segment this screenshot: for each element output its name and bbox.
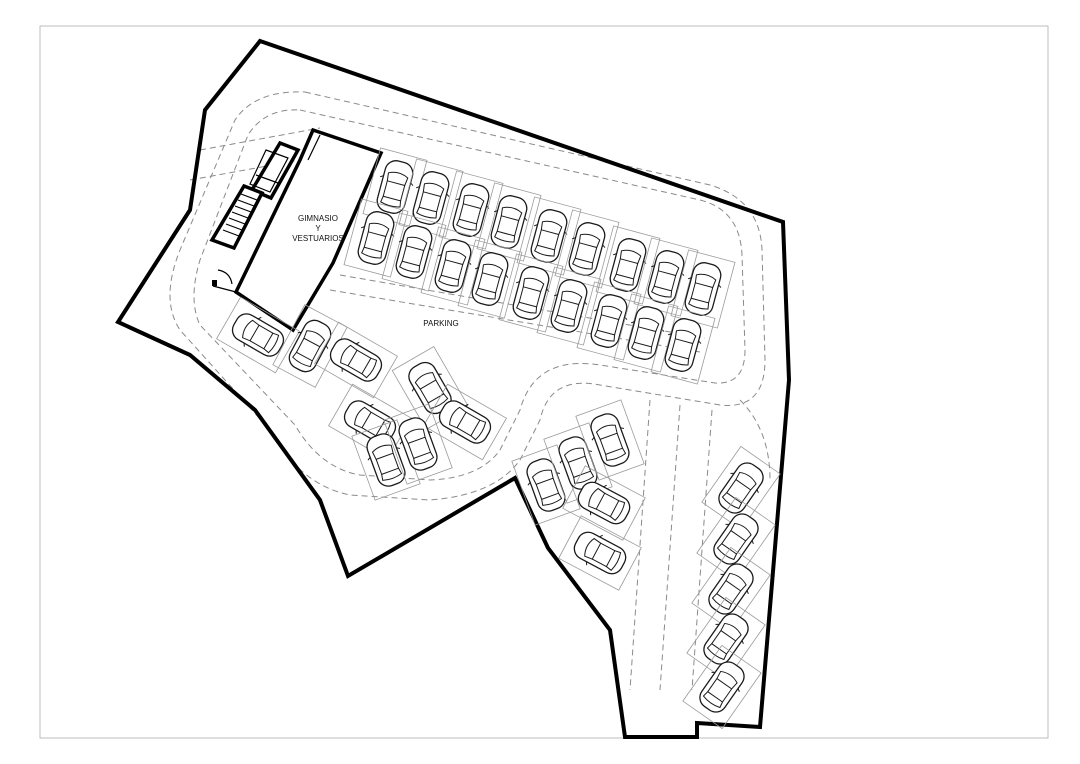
car-symbol [699, 661, 745, 713]
car-symbol [577, 481, 631, 525]
car-symbol [412, 171, 450, 225]
car-symbol [590, 413, 630, 467]
parking-space [536, 266, 602, 346]
parking-space [343, 198, 409, 278]
car-symbol [438, 400, 492, 444]
parking-space [351, 419, 421, 501]
car-symbol [357, 211, 395, 265]
building-label-line1: GIMNASIO [298, 214, 338, 223]
parking-space [314, 321, 398, 399]
parking-space [216, 296, 300, 374]
parking-space [691, 546, 771, 632]
parking-space [438, 170, 504, 250]
car-symbol [512, 266, 550, 320]
car-symbol [718, 462, 764, 514]
site-boundary [115, 38, 792, 739]
parking-space [696, 496, 776, 582]
parking-space [383, 403, 453, 485]
car-symbol [329, 338, 383, 382]
parking-space [575, 399, 645, 481]
parking-space [613, 293, 679, 373]
car-symbol [708, 563, 754, 615]
car-symbol [713, 513, 759, 565]
car-symbol [288, 319, 332, 373]
car-symbol [684, 262, 722, 316]
parking-space [457, 239, 523, 319]
parking-space [686, 596, 766, 682]
car-symbol [452, 183, 490, 237]
parking-space [650, 305, 716, 385]
parking-space [670, 249, 736, 329]
sheet-frame [39, 25, 1049, 739]
car-symbol [573, 531, 627, 575]
parking-space [595, 225, 661, 305]
car-symbol [366, 433, 406, 487]
car-symbol [609, 238, 647, 292]
parking-space [381, 212, 447, 292]
parking-space [398, 158, 464, 238]
parking-space [558, 515, 642, 591]
parking-spaces [216, 147, 781, 730]
car-symbol [398, 417, 438, 471]
parking-space [682, 644, 762, 730]
car-symbol [471, 252, 509, 306]
gym-building [209, 127, 384, 333]
parking-space [272, 304, 348, 388]
parking-space [420, 226, 486, 306]
parking-space [701, 445, 781, 531]
parking-space [498, 253, 564, 333]
car-symbol [703, 613, 749, 665]
stair-block [209, 183, 265, 251]
gym-annex [249, 140, 301, 201]
car-symbol [647, 250, 685, 304]
car-symbol [395, 225, 433, 279]
building-label-line2: Y [315, 224, 321, 233]
parking-label: PARKING [423, 319, 458, 328]
stair-treads [222, 193, 258, 237]
car-symbol [343, 400, 397, 444]
car-symbol [664, 318, 702, 372]
building-label-line3: VESTUARIOS [292, 234, 344, 243]
parking-space [423, 383, 507, 461]
car-symbol [434, 239, 472, 293]
car-symbol [550, 279, 588, 333]
car-symbol [590, 294, 628, 348]
parking-space [562, 465, 646, 541]
car-symbol [231, 313, 285, 357]
car-symbol [627, 306, 665, 360]
parking-space [576, 281, 642, 361]
